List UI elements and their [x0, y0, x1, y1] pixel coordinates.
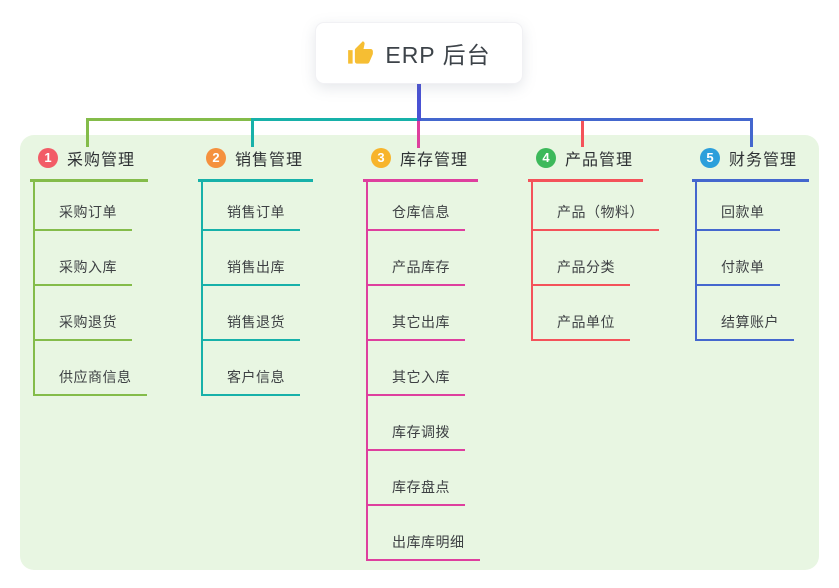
branches-panel [20, 135, 819, 570]
branch-children: 产品（物料）产品分类产品单位 [531, 182, 659, 341]
child-topic[interactable]: 其它出库 [368, 286, 465, 341]
branch-children: 销售订单销售出库销售退货客户信息 [201, 182, 300, 396]
child-topic[interactable]: 销售订单 [203, 182, 300, 231]
branch-number-badge: 3 [371, 148, 391, 168]
child-topic[interactable]: 供应商信息 [35, 341, 147, 396]
root-node-erp[interactable]: ERP 后台 [315, 22, 523, 84]
child-topic[interactable]: 产品单位 [533, 286, 630, 341]
child-topic[interactable]: 销售出库 [203, 231, 300, 286]
child-topic[interactable]: 产品库存 [368, 231, 465, 286]
child-topic[interactable]: 回款单 [697, 182, 780, 231]
branch-drop-line-4 [581, 121, 584, 147]
root-title: ERP 后台 [385, 42, 491, 68]
thumbs-up-icon [348, 40, 374, 64]
branch-label: 产品管理 [565, 152, 634, 169]
child-topic[interactable]: 客户信息 [203, 341, 300, 396]
branch-label: 销售管理 [235, 152, 304, 169]
branch-number-badge: 1 [38, 148, 58, 168]
child-topic[interactable]: 库存调拨 [368, 396, 465, 451]
branch-drop-line-1 [86, 118, 89, 147]
child-topic[interactable]: 结算账户 [697, 286, 794, 341]
branch-label: 采购管理 [67, 152, 136, 169]
child-topic[interactable]: 产品分类 [533, 231, 630, 286]
branch-3: 3 库存管理 仓库信息产品库存其它出库其它入库库存调拨库存盘点出库库明细 [363, 146, 480, 561]
child-topic[interactable]: 采购入库 [35, 231, 132, 286]
child-topic[interactable]: 采购订单 [35, 182, 132, 231]
branch-header-4[interactable]: 4 产品管理 [528, 146, 643, 182]
child-topic[interactable]: 库存盘点 [368, 451, 465, 506]
branch-number-badge: 4 [536, 148, 556, 168]
trunk-segment-left-2 [251, 118, 417, 121]
branch-5: 5 财务管理 回款单付款单结算账户 [692, 146, 809, 341]
branch-2: 2 销售管理 销售订单销售出库销售退货客户信息 [198, 146, 313, 396]
branch-1: 1 采购管理 采购订单采购入库采购退货供应商信息 [30, 146, 148, 396]
trunk-segment-right [421, 118, 753, 121]
branch-drop-line-3 [417, 121, 420, 148]
root-connector-line [417, 84, 421, 121]
child-topic[interactable]: 仓库信息 [368, 182, 465, 231]
branch-number-badge: 5 [700, 148, 720, 168]
branch-label: 财务管理 [729, 152, 798, 169]
branch-header-5[interactable]: 5 财务管理 [692, 146, 809, 182]
child-topic[interactable]: 付款单 [697, 231, 780, 286]
branch-number-badge: 2 [206, 148, 226, 168]
branch-drop-line-2 [251, 121, 254, 147]
branch-children: 采购订单采购入库采购退货供应商信息 [33, 182, 147, 396]
branch-children: 仓库信息产品库存其它出库其它入库库存调拨库存盘点出库库明细 [366, 182, 480, 561]
branch-children: 回款单付款单结算账户 [695, 182, 794, 341]
branch-header-3[interactable]: 3 库存管理 [363, 146, 478, 182]
child-topic[interactable]: 采购退货 [35, 286, 132, 341]
branch-header-2[interactable]: 2 销售管理 [198, 146, 313, 182]
branch-label: 库存管理 [400, 152, 469, 169]
branch-drop-line-5 [750, 118, 753, 147]
child-topic[interactable]: 销售退货 [203, 286, 300, 341]
child-topic[interactable]: 其它入库 [368, 341, 465, 396]
branch-4: 4 产品管理 产品（物料）产品分类产品单位 [528, 146, 659, 341]
child-topic[interactable]: 产品（物料） [533, 182, 659, 231]
branch-header-1[interactable]: 1 采购管理 [30, 146, 148, 182]
trunk-segment-left-1 [86, 118, 251, 121]
child-topic[interactable]: 出库库明细 [368, 506, 480, 561]
